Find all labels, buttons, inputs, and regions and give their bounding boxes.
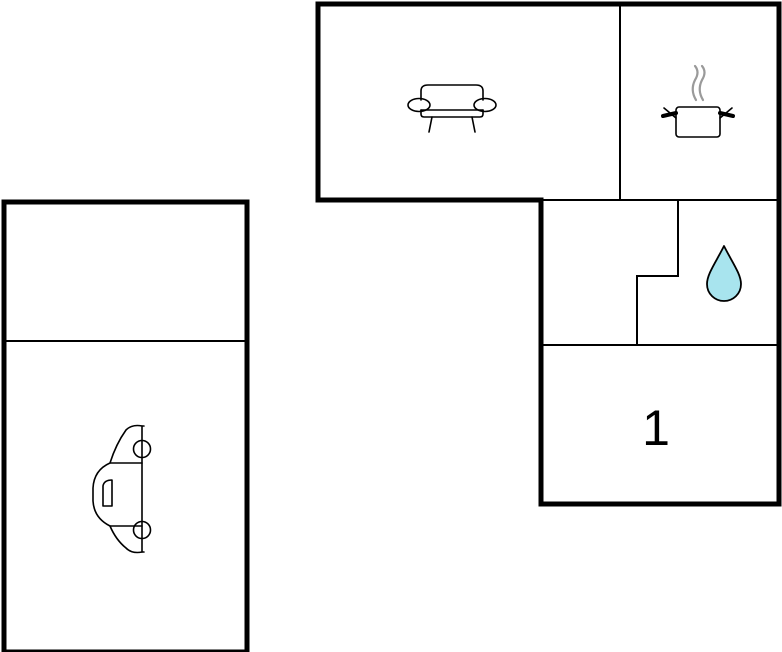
house-block bbox=[315, 1, 782, 507]
room-label-bedroom: 1 bbox=[642, 400, 670, 456]
garage-block bbox=[1, 199, 250, 652]
sofa-icon bbox=[407, 84, 497, 133]
cooking-pot-icon bbox=[661, 64, 735, 138]
car-icon bbox=[92, 424, 152, 554]
house-outer-wall bbox=[315, 1, 782, 507]
garage-outer-wall bbox=[1, 199, 250, 652]
bathroom-stepped-wall bbox=[636, 200, 679, 345]
water-drop-icon bbox=[706, 245, 742, 302]
